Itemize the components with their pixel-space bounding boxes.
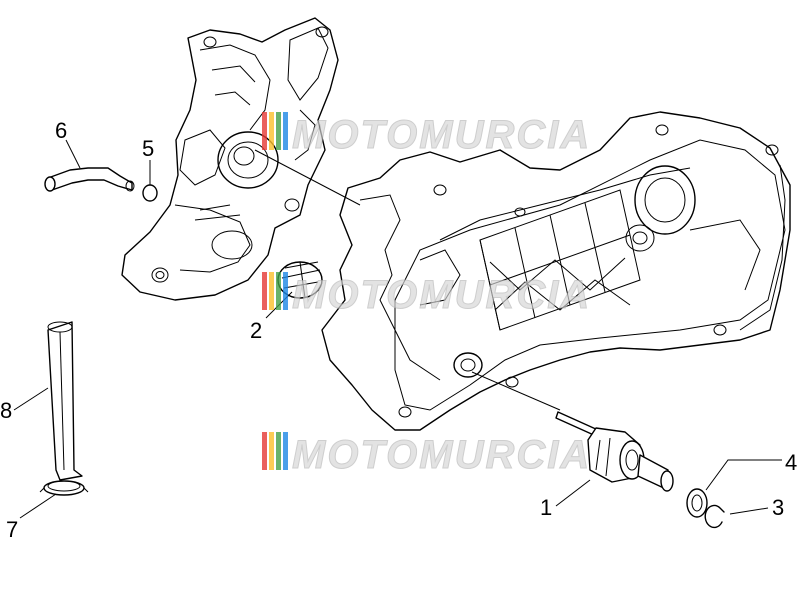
callout-5: 5	[142, 136, 154, 161]
leader-3	[729, 507, 769, 515]
callout-8: 8	[0, 398, 12, 423]
straight-hose	[47, 321, 83, 481]
callout-1: 1	[540, 495, 552, 520]
callout-4: 4	[785, 450, 797, 475]
washer	[686, 488, 708, 518]
watermark-stripe	[276, 112, 281, 150]
hose-clamp	[39, 480, 89, 496]
watermark-stripe	[262, 112, 267, 150]
watermark-stripe	[283, 272, 288, 310]
callout-6: 6	[55, 118, 67, 143]
watermark-stripe	[276, 432, 281, 470]
watermark-stripe	[283, 112, 288, 150]
crankcase-gasket	[394, 139, 786, 411]
watermark-bottom: MOTOMURCIA	[262, 432, 591, 478]
leader-1	[555, 479, 591, 507]
pump-housing-cover	[121, 17, 339, 301]
watermark-top: MOTOMURCIA	[262, 112, 591, 158]
watermark-stripe	[262, 432, 267, 470]
circlip	[704, 504, 725, 529]
watermark-stripe	[269, 432, 274, 470]
watermark-stripe	[269, 272, 274, 310]
callout-3: 3	[772, 495, 784, 520]
watermark-stripe	[269, 112, 274, 150]
assembly-line	[254, 149, 361, 206]
pump-shaft-assembly	[471, 371, 674, 492]
leader-7	[19, 493, 57, 519]
crankcase	[321, 111, 791, 431]
watermark-text: MOTOMURCIA	[292, 113, 591, 157]
watermark-stripe	[283, 432, 288, 470]
watermark-stripe	[276, 272, 281, 310]
callout-7: 7	[6, 517, 18, 542]
watermark-middle: MOTOMURCIA	[262, 272, 591, 318]
watermark-stripe	[262, 272, 267, 310]
watermark-text: MOTOMURCIA	[292, 433, 591, 477]
leader-6	[65, 139, 81, 169]
leader-4	[705, 459, 782, 491]
bent-hose	[44, 167, 135, 192]
leader-8	[13, 387, 49, 411]
watermark-text: MOTOMURCIA	[292, 273, 591, 317]
callout-2: 2	[250, 318, 262, 343]
o-ring	[142, 184, 158, 202]
